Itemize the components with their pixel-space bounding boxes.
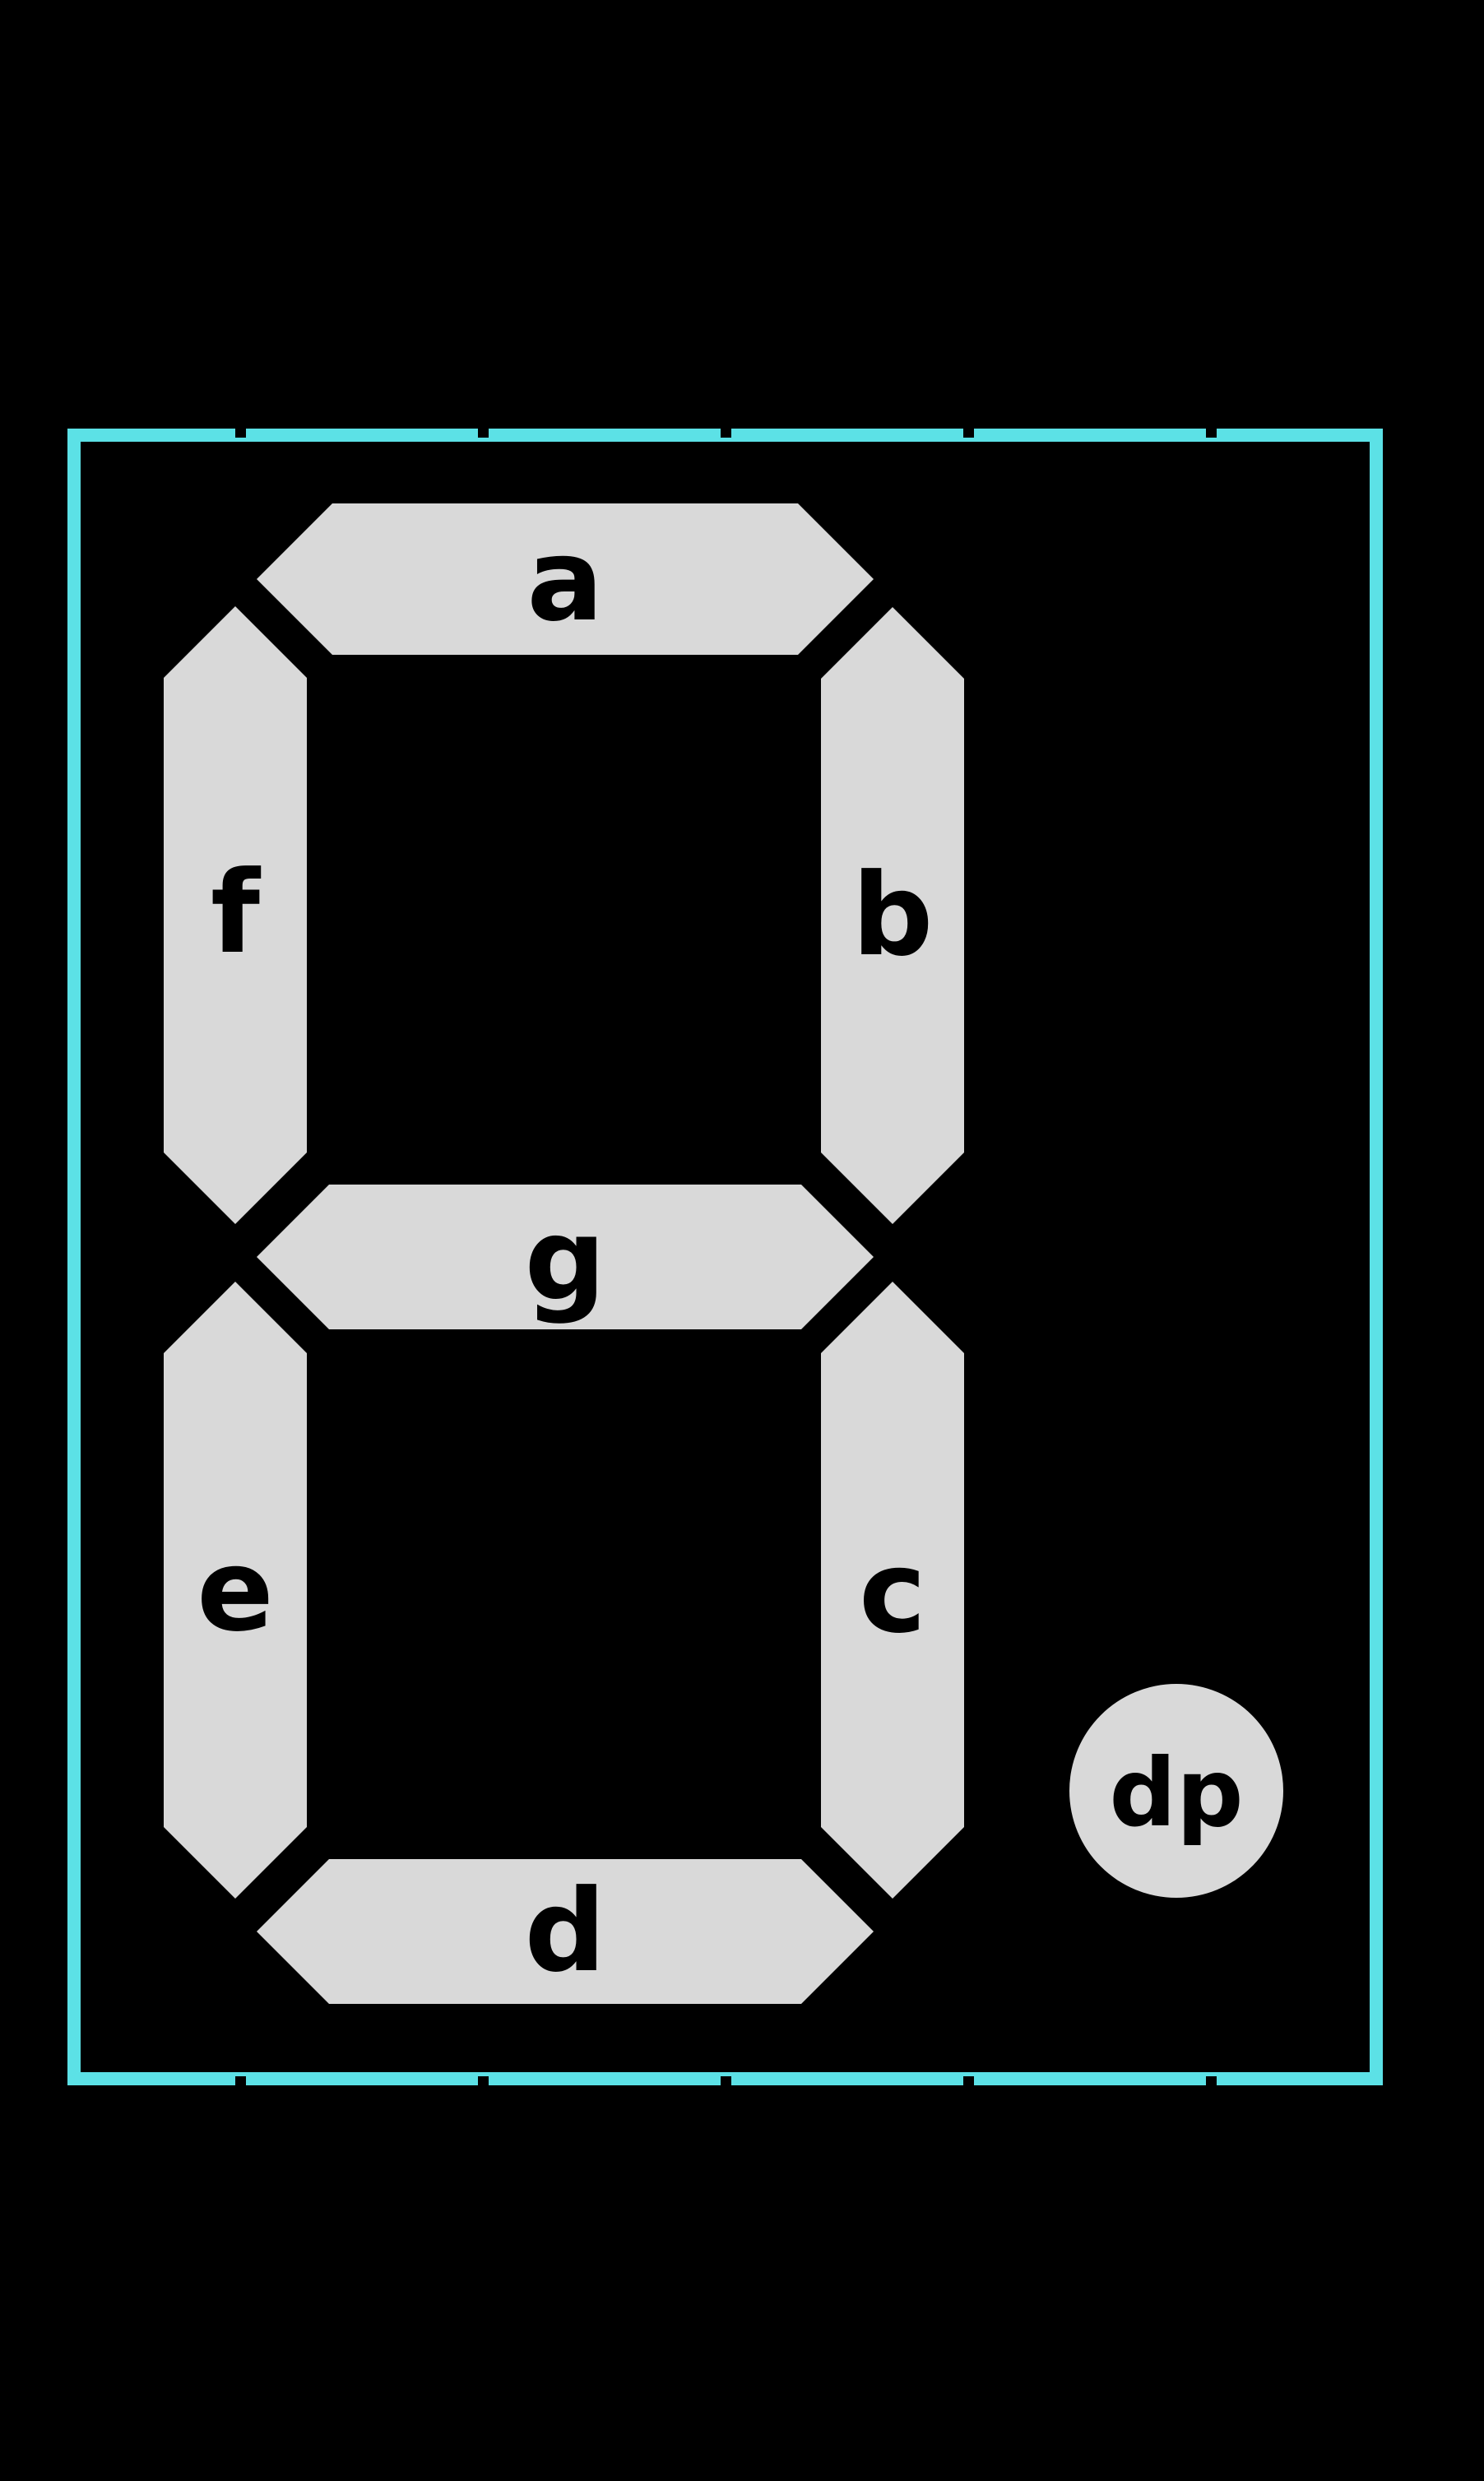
pin-ticks-top bbox=[235, 423, 1217, 438]
pin-tick-top-4 bbox=[963, 423, 974, 438]
pin-tick-bottom-2 bbox=[478, 2076, 489, 2091]
segment-d-shape bbox=[257, 1859, 874, 2004]
segment-dp-label: dp bbox=[1109, 1738, 1244, 1848]
segment-a-label: a bbox=[526, 514, 604, 647]
pin-tick-bottom-4 bbox=[963, 2076, 974, 2091]
pin-tick-top-5 bbox=[1206, 423, 1217, 438]
pin-tick-bottom-1 bbox=[235, 2076, 246, 2091]
segment-g-label: g bbox=[524, 1194, 606, 1326]
segment-b-label: b bbox=[851, 849, 934, 981]
segment-b-shape bbox=[821, 607, 964, 1224]
pin-tick-bottom-5 bbox=[1206, 2076, 1217, 2091]
pin-tick-top-3 bbox=[721, 423, 731, 438]
segment-c-label: c bbox=[859, 1526, 926, 1658]
pin-ticks-bottom bbox=[235, 2076, 1217, 2091]
pin-tick-top-2 bbox=[478, 423, 489, 438]
segment-e-label: e bbox=[197, 1524, 274, 1657]
segment-d-label: d bbox=[524, 1865, 606, 1997]
pin-tick-bottom-3 bbox=[721, 2076, 731, 2091]
segment-dp-shape bbox=[1069, 1684, 1283, 1898]
segment-e-shape bbox=[164, 1282, 307, 1899]
segment-c-shape bbox=[821, 1282, 964, 1899]
segment-f-label: f bbox=[210, 846, 261, 979]
segment-g-shape bbox=[257, 1185, 874, 1329]
segment-f-shape bbox=[164, 606, 307, 1224]
pin-tick-top-1 bbox=[235, 423, 246, 438]
segment-a-shape bbox=[257, 503, 874, 655]
